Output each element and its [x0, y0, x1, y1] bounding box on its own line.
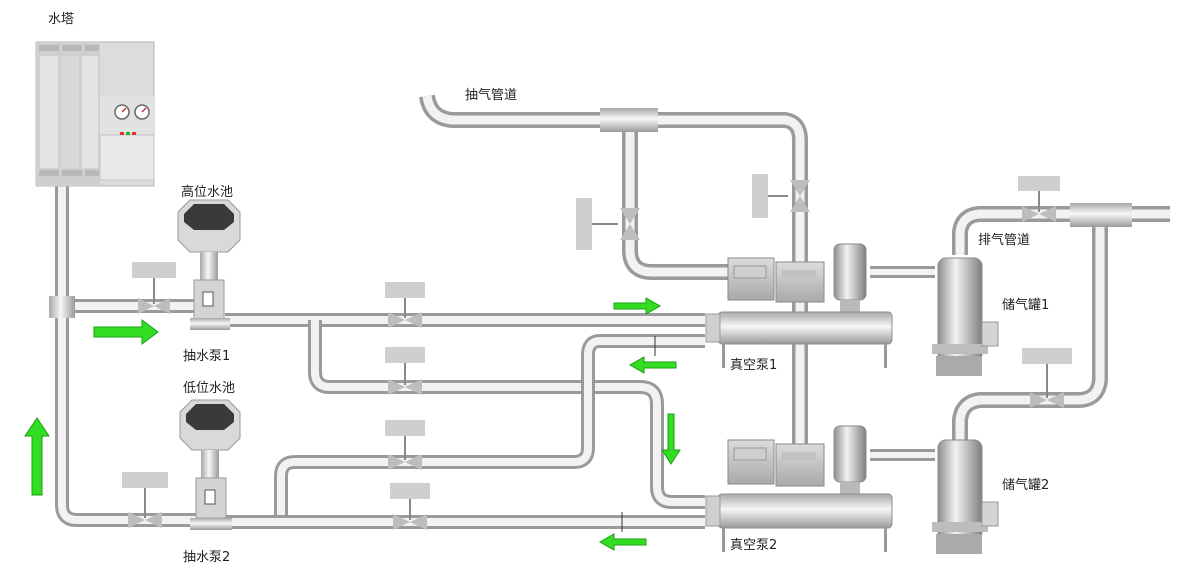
low-tank	[179, 399, 241, 530]
pressure-gauge-icon	[114, 104, 150, 120]
arrow-icon	[24, 417, 50, 496]
vacuum-pump-1	[705, 243, 893, 368]
gas-tank2-label: 储气罐2	[1002, 478, 1050, 493]
butterfly-valve-icon[interactable]	[122, 472, 168, 528]
high-tank	[177, 199, 241, 330]
high-tank-label: 高位水池	[181, 185, 234, 200]
butterfly-valve-icon[interactable]	[385, 347, 425, 395]
water-tower	[35, 41, 155, 187]
arrow-icon	[613, 297, 662, 315]
butterfly-valve-icon[interactable]	[1018, 176, 1060, 222]
arrow-icon	[628, 356, 677, 374]
butterfly-valve-icon[interactable]	[385, 282, 425, 328]
gas-tank-1	[932, 257, 999, 376]
butterfly-valve-icon[interactable]	[385, 420, 425, 470]
gas-tank-2	[932, 439, 999, 554]
water-tower-label: 水塔	[48, 12, 75, 27]
butterfly-valve-icon[interactable]	[390, 483, 430, 530]
arrow-icon	[661, 413, 681, 465]
pipe-network	[49, 94, 1170, 529]
pump2-label: 抽水泵2	[183, 550, 231, 565]
suction-line-label: 抽气管道	[465, 88, 518, 103]
vacuum-pump1-label: 真空泵1	[730, 358, 778, 373]
gas-tank1-label: 储气罐1	[1002, 298, 1050, 313]
butterfly-valve-icon[interactable]	[752, 174, 810, 218]
butterfly-valve-icon[interactable]	[1022, 348, 1072, 408]
butterfly-valve-icon[interactable]	[132, 262, 176, 314]
arrow-icon	[93, 319, 159, 345]
arrow-icon	[598, 533, 647, 551]
exhaust-line-label: 排气管道	[978, 233, 1031, 248]
vacuum-pump-2	[705, 425, 893, 552]
butterfly-valve-icon[interactable]	[576, 198, 640, 250]
pump1-label: 抽水泵1	[183, 349, 231, 364]
vacuum-pump2-label: 真空泵2	[730, 538, 778, 553]
valve-group	[122, 174, 1072, 530]
low-tank-label: 低位水池	[183, 381, 236, 396]
